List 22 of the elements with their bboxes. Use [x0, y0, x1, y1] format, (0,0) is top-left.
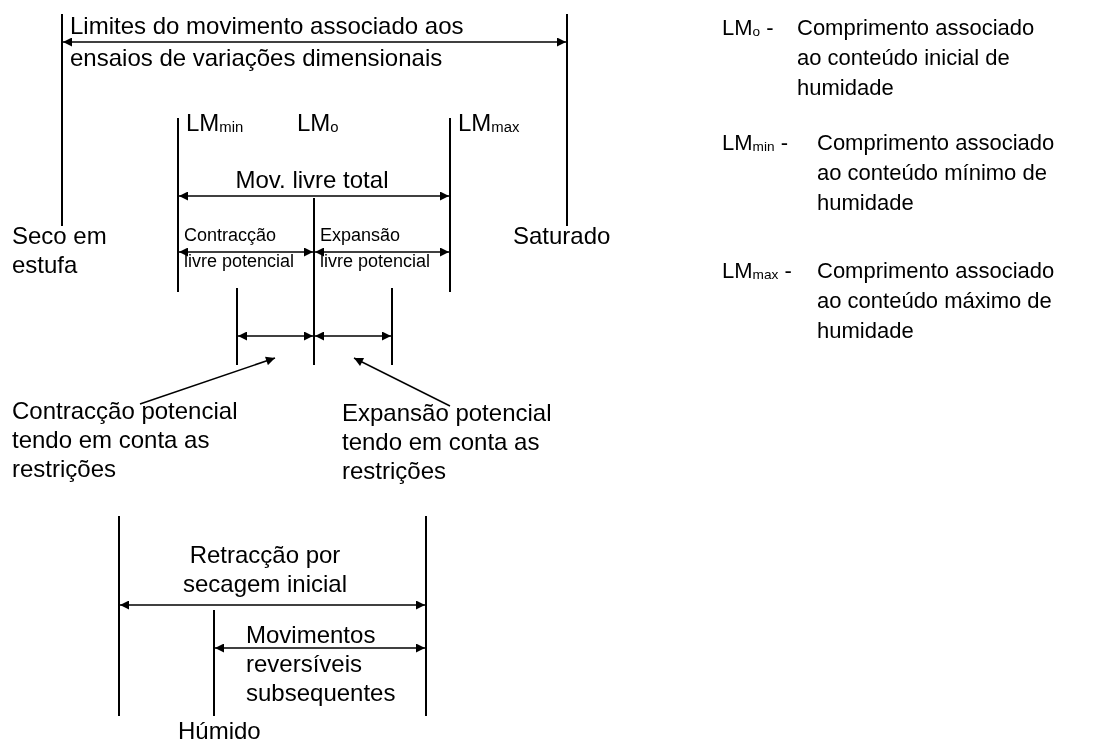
legend-term: LM$_{o}$ -: [722, 14, 775, 42]
length-label: LM$_{max}$: [458, 108, 521, 137]
dimension-label: Limites do movimento associado aos ensaios de variações dimensionais: [70, 11, 465, 73]
length-label: LM$_{min}$: [186, 108, 245, 137]
dimension-label: Retracção por secagem inicial: [181, 540, 349, 598]
legend-description: Comprimento associado ao conteúdo inicial de humidade: [797, 14, 1036, 102]
dimension-label: Movimentos reversíveis subsequentes: [246, 620, 397, 707]
legend-term: LM$_{max}$ -: [722, 257, 793, 285]
dimension-label: Mov. livre total: [234, 165, 390, 194]
state-label: Seco em estufa: [12, 221, 108, 279]
dimension-label: Expansão livre potencial: [320, 224, 432, 273]
legend-term: LM$_{min}$ -: [722, 129, 789, 157]
leader-line: [353, 357, 451, 407]
legend-description: Comprimento associado ao conteúdo mínimo de humidade: [817, 129, 1056, 217]
callout-text: Contracção potencial tendo em conta as restrições: [12, 396, 282, 483]
callout-text: Expansão potencial tendo em conta as restrições: [342, 398, 602, 485]
state-label: Saturado: [513, 221, 612, 250]
legend-description: Comprimento associado ao conteúdo máximo de humidade: [817, 257, 1056, 345]
dimension-label: Contracção livre potencial: [184, 224, 296, 273]
leader-line: [139, 356, 276, 405]
state-label: Húmido: [178, 718, 262, 744]
length-label: LM$_{o}$: [297, 108, 340, 137]
